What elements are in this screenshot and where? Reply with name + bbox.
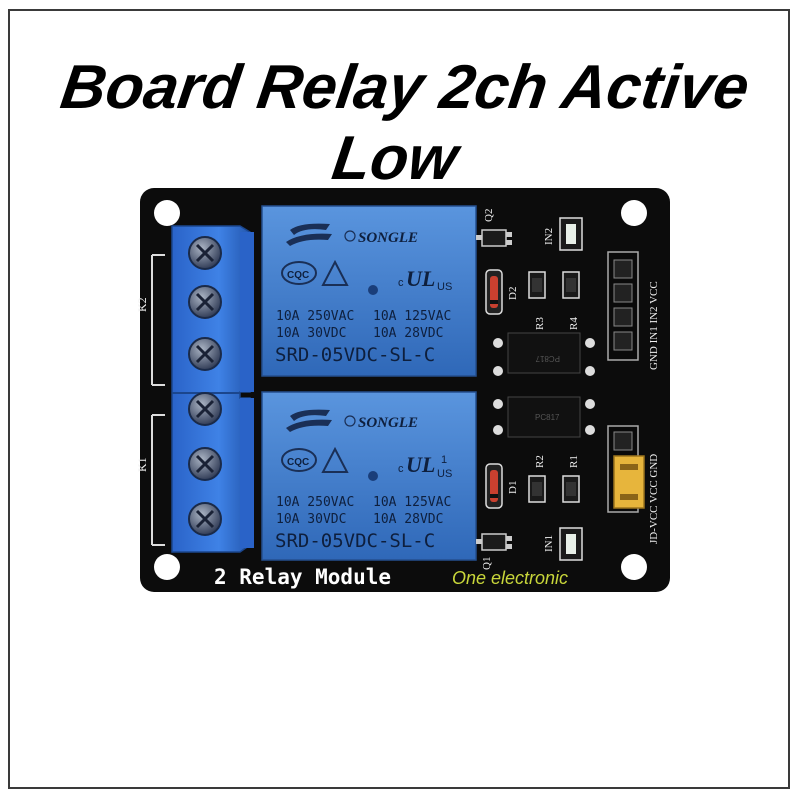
- cqc-mark: [281, 448, 317, 472]
- rating-line-1a: 10A 250VAC: [276, 495, 354, 510]
- cqc-text: CQC: [287, 270, 309, 281]
- mount-hole-tl: [154, 200, 180, 226]
- diode-d1: [485, 463, 503, 509]
- mount-hole-br: [621, 554, 647, 580]
- relay-brand: SONGLE: [358, 415, 418, 431]
- optocoupler-bottom: [493, 396, 595, 438]
- d1-label: D1: [507, 481, 519, 494]
- k1-outline: [151, 414, 165, 546]
- rating-line-1b: 10A 125VAC: [373, 495, 451, 510]
- ul-mark: UL: [406, 452, 435, 477]
- resistor-r4: [562, 271, 580, 299]
- board-silkscreen-title: 2 Relay Module: [214, 565, 391, 589]
- songle-logo: [286, 223, 332, 246]
- r4-label: R4: [568, 317, 580, 330]
- transistor-q1: [476, 533, 512, 551]
- r1-label: R1: [568, 455, 580, 468]
- k2-label: K2: [135, 297, 149, 312]
- cqc-text: CQC: [287, 457, 309, 468]
- resistor-r3: [528, 271, 546, 299]
- screw-slot: [195, 292, 215, 312]
- relay-k1: [261, 391, 477, 561]
- ul-mark: UL: [406, 266, 435, 291]
- q2-label: Q2: [483, 209, 495, 222]
- header-bottom-label: JD-VCC VCC GND: [648, 454, 660, 544]
- relay-k2-print: SONGLE CQC c UL US 10A 250VAC 10A 125VAC…: [275, 223, 452, 366]
- rating-line-1b: 10A 125VAC: [373, 309, 451, 324]
- screw-slot: [195, 509, 215, 529]
- screw-slot: [195, 454, 215, 474]
- ul-c: c: [398, 277, 404, 289]
- r2-label: R2: [534, 455, 546, 468]
- songle-logo: [286, 409, 332, 432]
- screw-slot: [195, 399, 215, 419]
- warning-triangle: [321, 446, 349, 473]
- rating-line-2b: 10A 28VDC: [373, 326, 443, 341]
- q1-label: Q1: [481, 557, 493, 570]
- d2-label: D2: [507, 287, 519, 300]
- relay-model: SRD-05VDC-SL-C: [275, 344, 435, 366]
- r3-label: R3: [534, 317, 546, 330]
- relay-brand: SONGLE: [358, 230, 418, 246]
- opto-top-label: PC817: [535, 354, 560, 363]
- ul-us: US: [437, 468, 452, 480]
- in1-label: IN1: [543, 535, 555, 552]
- mount-hole-tr: [621, 200, 647, 226]
- opto-bottom-label: PC817: [535, 413, 560, 422]
- screw-slot: [195, 344, 215, 364]
- screw-terminal-block: [171, 225, 254, 553]
- rating-line-2a: 10A 30VDC: [276, 326, 346, 341]
- watermark: One electronic: [452, 568, 568, 588]
- ul-number: 1: [441, 454, 447, 466]
- in2-label: IN2: [543, 228, 555, 245]
- rating-line-2a: 10A 30VDC: [276, 512, 346, 527]
- rating-line-2b: 10A 28VDC: [373, 512, 443, 527]
- relay-hole: [368, 285, 378, 295]
- transistor-q2: [476, 229, 512, 247]
- relay-model: SRD-05VDC-SL-C: [275, 530, 435, 552]
- resistor-r1: [562, 475, 580, 503]
- resistor-r2: [528, 475, 546, 503]
- diode-d2: [485, 269, 503, 315]
- led-in2: [559, 217, 583, 251]
- screw-slot: [195, 243, 215, 263]
- k2-outline: [151, 254, 165, 386]
- mount-hole-bl: [154, 554, 180, 580]
- k1-label: K1: [135, 457, 149, 472]
- relay-k1-print: SONGLE CQC c UL 1 US 10A 250VAC 10A 125V…: [275, 409, 452, 552]
- header-top-label: GND IN1 IN2 VCC: [648, 281, 660, 370]
- jumper-cap: [613, 455, 645, 509]
- ul-c: c: [398, 463, 404, 475]
- warning-triangle: [321, 259, 349, 286]
- led-in1: [559, 527, 583, 561]
- rating-line-1a: 10A 250VAC: [276, 309, 354, 324]
- optocoupler-top: [493, 332, 595, 376]
- cqc-mark: [281, 261, 317, 285]
- ul-us: US: [437, 281, 452, 293]
- relay-hole: [368, 471, 378, 481]
- input-header: [607, 251, 639, 361]
